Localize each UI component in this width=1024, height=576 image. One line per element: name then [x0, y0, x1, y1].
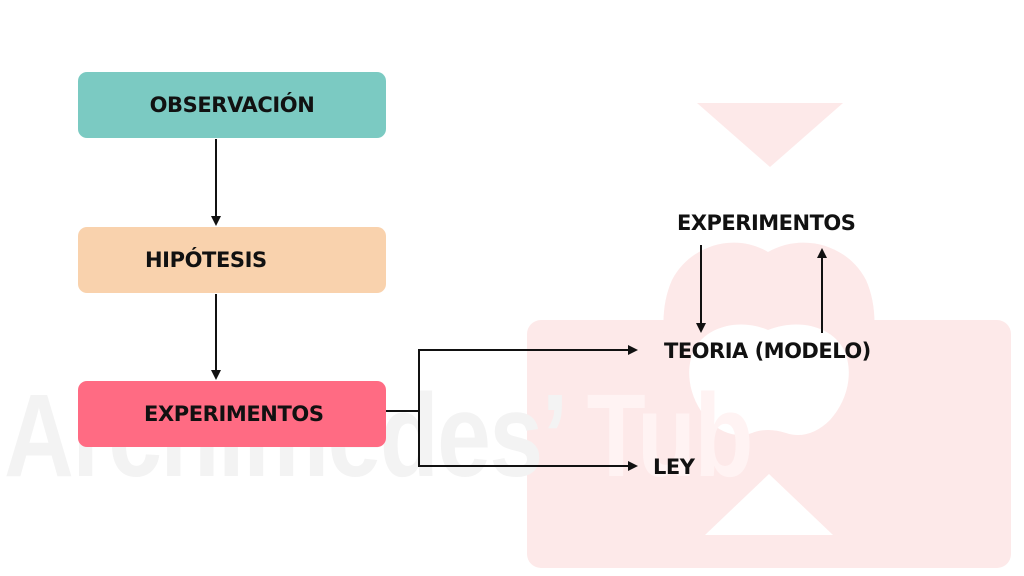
- watermark-text-tub: Tub: [586, 370, 754, 502]
- label-ley: LEY: [653, 455, 695, 479]
- box-observacion-label: OBSERVACIÓN: [149, 93, 315, 117]
- box-hipotesis: HIPÓTESIS: [78, 227, 386, 293]
- box-experimentos: EXPERIMENTOS: [78, 381, 386, 447]
- label-experimentos-right: EXPERIMENTOS: [677, 211, 856, 235]
- label-teoria-modelo: TEORIA (MODELO): [664, 339, 871, 363]
- box-observacion: OBSERVACIÓN: [78, 72, 386, 138]
- box-hipotesis-label: HIPÓTESIS: [145, 248, 267, 272]
- box-experimentos-label: EXPERIMENTOS: [144, 402, 324, 426]
